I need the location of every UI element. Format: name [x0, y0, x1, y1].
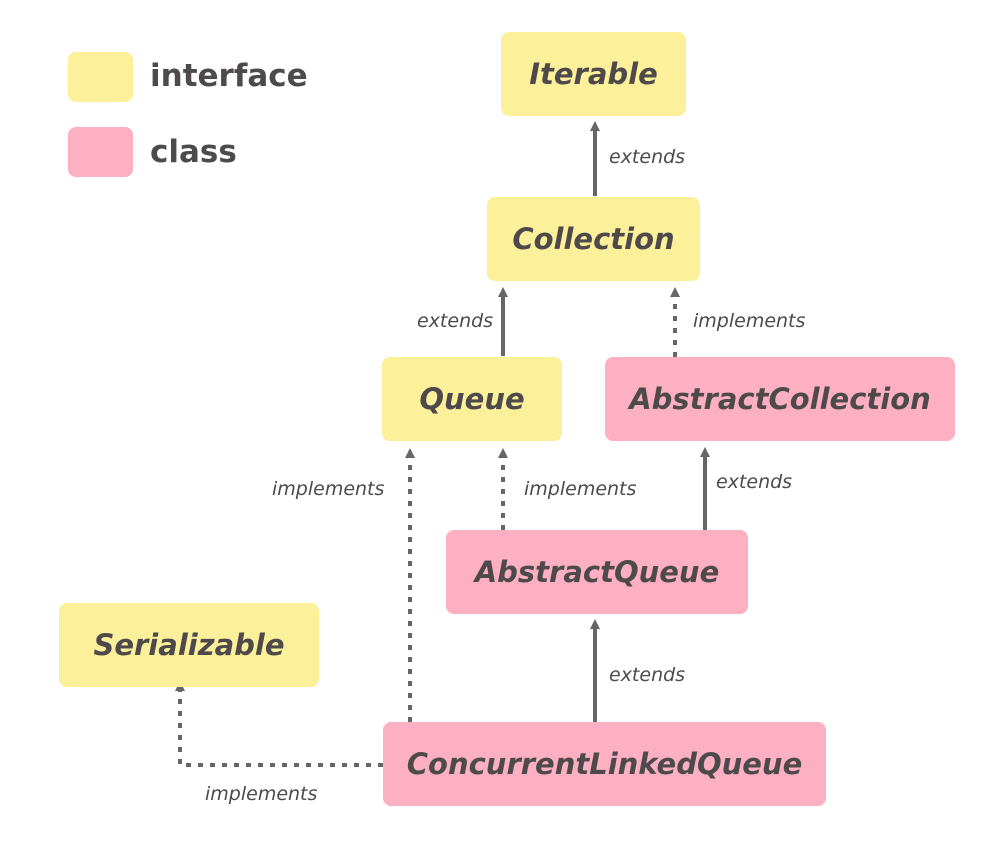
node-collection: Collection: [487, 197, 700, 281]
node-abstract-collection: AbstractCollection: [605, 357, 955, 441]
edge-label-collection-extends-iterable: extends: [609, 146, 686, 168]
node-serializable: Serializable: [59, 603, 319, 687]
edge-label-abstractqueue-extends-abstractcollection: extends: [716, 471, 793, 493]
edge-label-abstractqueue-implements-queue: implements: [524, 478, 637, 500]
edge-label-clq-extends-abstractqueue: extends: [609, 664, 686, 686]
edge-label-queue-extends-collection: extends: [417, 310, 494, 332]
legend-class-swatch: [68, 127, 133, 177]
node-concurrent-linked-queue: ConcurrentLinkedQueue: [383, 722, 826, 806]
legend-interface-label: interface: [150, 58, 308, 94]
arrow-clq-implements-serializable: [175, 681, 383, 767]
edge-label-clq-implements-queue: implements: [272, 478, 385, 500]
legend-interface-swatch: [68, 52, 133, 102]
edge-label-abstractcollection-implements-collection: implements: [693, 310, 806, 332]
legend-class-label: class: [150, 134, 237, 170]
node-iterable: Iterable: [501, 32, 686, 116]
edge-label-clq-implements-serializable: implements: [205, 783, 318, 805]
node-queue: Queue: [382, 357, 562, 441]
node-abstract-queue: AbstractQueue: [446, 530, 748, 614]
